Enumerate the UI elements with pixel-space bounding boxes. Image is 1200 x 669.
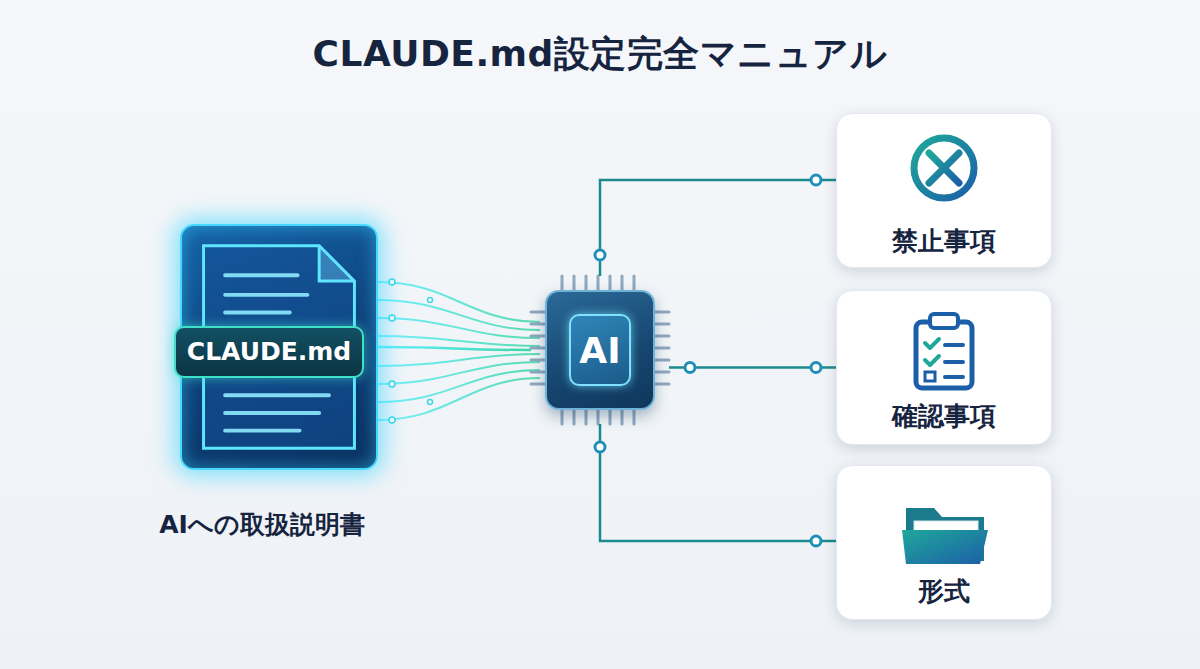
document-node: CLAUDE.mdAIへの取扱説明書	[180, 224, 378, 470]
checklist-icon	[916, 314, 972, 388]
chip-core: AI	[569, 314, 631, 386]
wire-dots	[389, 279, 433, 423]
connector-dot	[685, 363, 695, 373]
connector-line	[600, 424, 836, 541]
category-card: 確認事項	[836, 290, 1052, 445]
category-card: 禁止事項	[836, 113, 1052, 268]
connector-dot	[811, 536, 821, 546]
category-card: 形式	[836, 465, 1052, 620]
chip-label: AI	[579, 330, 620, 371]
connector-dot	[595, 250, 605, 260]
edge-layer	[378, 175, 836, 546]
connector-dot	[595, 442, 605, 452]
connector-line	[600, 180, 836, 276]
folder-icon	[902, 508, 988, 564]
connector-dot	[811, 175, 821, 185]
card-label: 禁止事項	[837, 224, 1051, 259]
connector-line	[378, 347, 531, 350]
document-caption: AIへの取扱説明書	[137, 508, 387, 541]
chip-pins	[531, 276, 669, 424]
file-name-pill: CLAUDE.md	[174, 326, 364, 378]
connector	[595, 175, 836, 276]
connector	[669, 363, 836, 373]
data-wires	[378, 282, 540, 420]
connector	[378, 347, 531, 350]
ai-chip: AI	[545, 290, 655, 410]
diagram-title: CLAUDE.md設定完全マニュアル	[0, 30, 1200, 79]
card-label: 形式	[837, 574, 1051, 609]
connector	[595, 424, 836, 546]
card-label: 確認事項	[837, 399, 1051, 434]
prohibit-icon	[914, 138, 974, 198]
connector-dot	[811, 363, 821, 373]
